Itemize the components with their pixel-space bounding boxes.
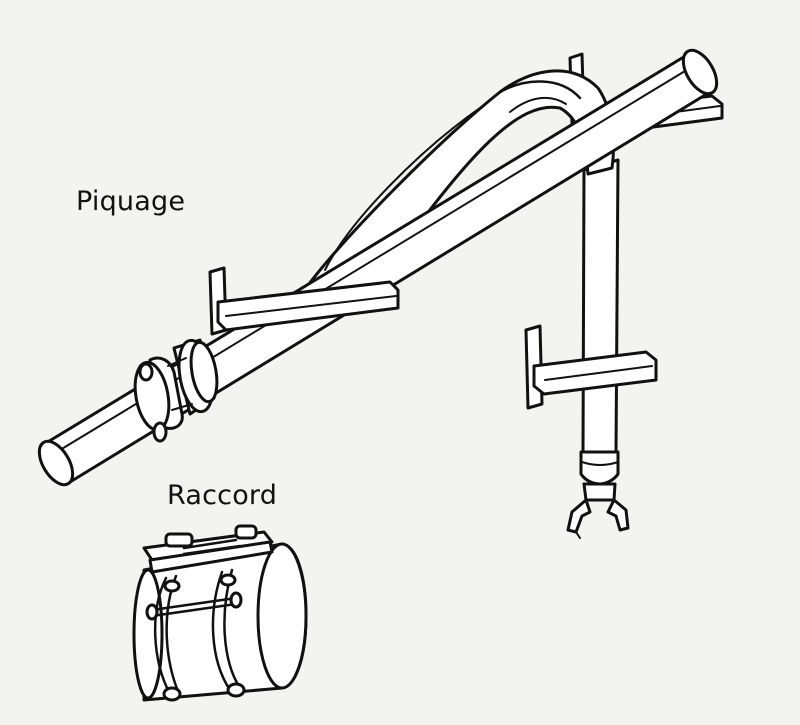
raccord-detail — [132, 524, 308, 702]
label-raccord: Raccord — [167, 480, 278, 511]
label-piquage: Piquage — [76, 186, 186, 217]
vertical-pipe — [566, 158, 630, 539]
pipe-coupling — [133, 338, 219, 443]
main-pipe — [37, 48, 719, 487]
bracket-lower-right — [524, 324, 658, 410]
bracket-middle — [208, 266, 400, 336]
